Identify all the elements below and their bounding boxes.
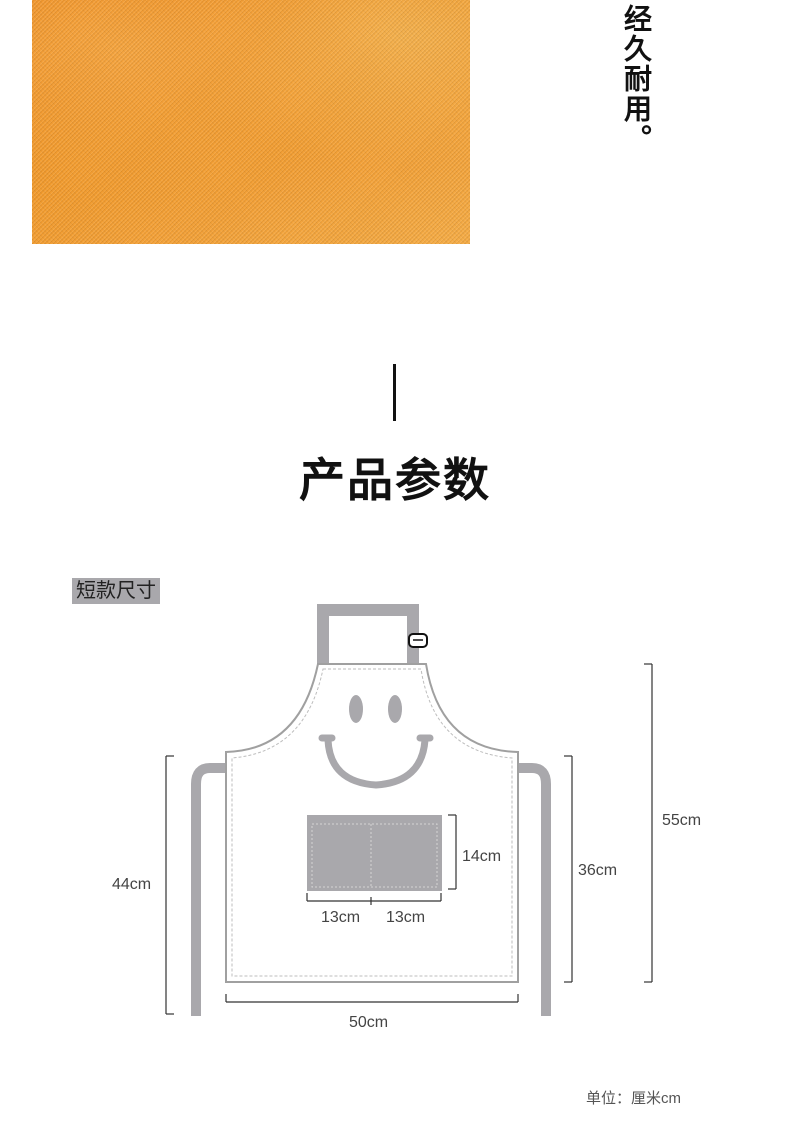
label-body-height: 36cm bbox=[578, 862, 617, 879]
smile bbox=[324, 736, 429, 789]
dim-body-height bbox=[564, 755, 573, 983]
label-width: 50cm bbox=[349, 1014, 388, 1031]
pocket bbox=[307, 815, 442, 891]
apron-stitching bbox=[231, 668, 513, 977]
feature-text: 经久耐用。 bbox=[620, 4, 653, 154]
section-divider bbox=[393, 364, 396, 421]
right-waist-strap bbox=[518, 763, 551, 1016]
left-eye bbox=[349, 695, 363, 723]
dim-pocket-height bbox=[448, 814, 457, 890]
dim-overall-height bbox=[644, 663, 653, 983]
orange-fabric-photo bbox=[32, 0, 470, 244]
left-waist-strap bbox=[191, 763, 226, 1016]
dim-pocket-widths bbox=[306, 893, 442, 905]
size-tag: 短款尺寸 bbox=[72, 578, 160, 604]
label-pocket-right-width: 13cm bbox=[386, 909, 425, 926]
dim-width bbox=[225, 994, 519, 1003]
label-pocket-left-width: 13cm bbox=[321, 909, 360, 926]
label-pocket-height: 14cm bbox=[462, 848, 501, 865]
section-title: 产品参数 bbox=[299, 453, 491, 507]
dim-side-length bbox=[165, 755, 174, 1015]
label-side-length: 44cm bbox=[112, 876, 151, 893]
right-eye bbox=[388, 695, 402, 723]
unit-note: 单位：厘米cm bbox=[586, 1090, 681, 1107]
label-overall-height: 55cm bbox=[662, 812, 701, 829]
